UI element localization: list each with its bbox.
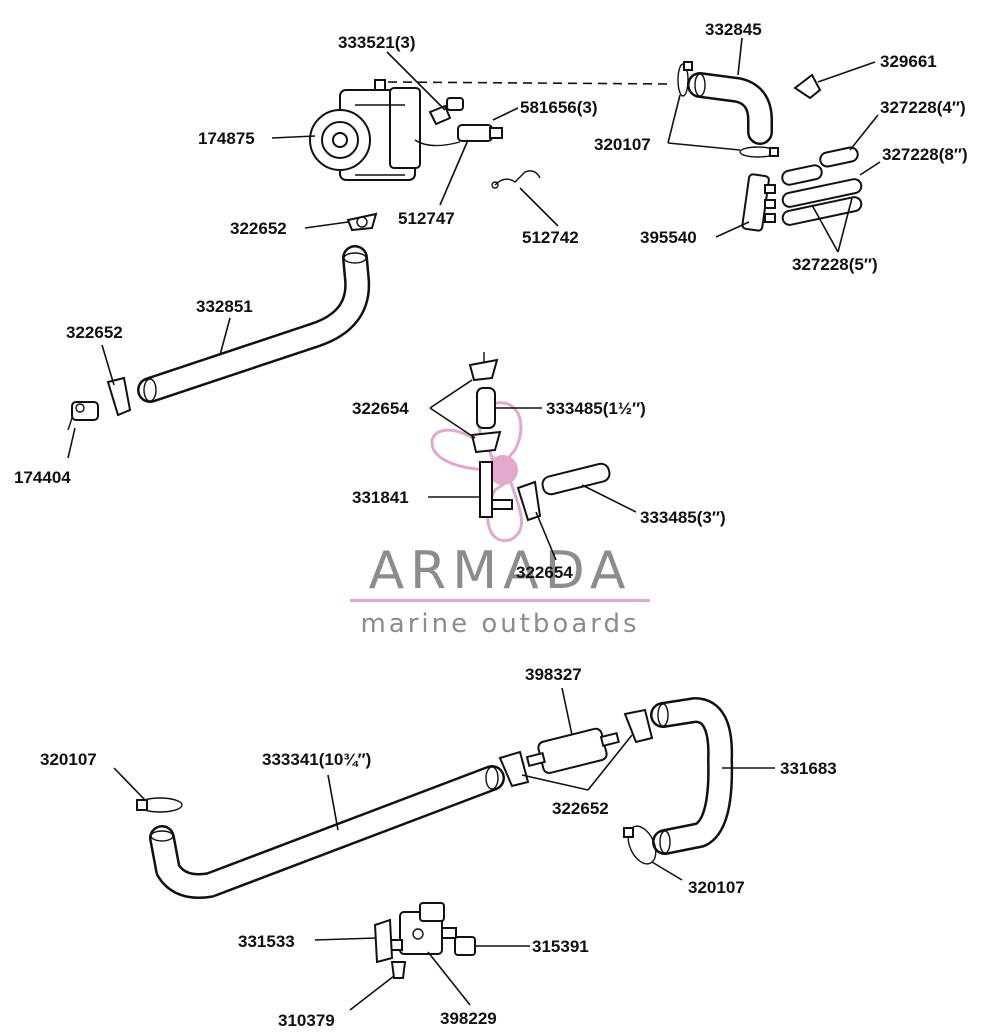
label-512747: 512747 [398,209,455,228]
filter-398327 [525,727,620,774]
clamp-322654-b [516,480,542,522]
label-332851: 332851 [196,297,253,316]
label-322652-bottom: 322652 [552,799,609,818]
watermark-tagline: marine outboards [360,609,639,639]
label-398229: 398229 [440,1009,497,1028]
label-333485-long: 333485(3′′) [640,508,726,527]
clamp-322654-a2 [470,430,502,454]
label-322652-left: 322652 [66,323,123,342]
label-333485-short: 333485(1½′′) [546,399,646,418]
propeller-logo [430,401,524,543]
label-327228-5in: 327228(5′′) [792,255,878,274]
label-331841: 331841 [352,488,409,507]
watermark-divider [350,599,650,602]
screw-333521 [428,97,464,126]
watermark: ARMADA marine outboards [350,401,650,639]
label-333521: 333521(3) [338,33,416,52]
clip-512742 [491,170,541,189]
label-581656: 581656(3) [520,98,598,117]
hoses-327228 [781,146,863,226]
label-331683: 331683 [780,759,837,778]
label-398327: 398327 [525,665,582,684]
label-331533: 331533 [238,932,295,951]
hose-332851 [137,245,371,403]
clamp-320107-left [136,797,183,813]
hose-333485-short [476,387,496,429]
label-320107-top: 320107 [594,135,651,154]
leader-lines [67,37,881,1011]
label-322654-a: 322654 [352,399,409,418]
label-333341: 333341(10¾′′) [262,750,371,769]
label-395540: 395540 [640,228,697,247]
valve-398229 [389,902,457,955]
clamp-320107-bottom [623,825,657,865]
fuel-pump-174875 [309,79,461,181]
part-labels: 333521(3) 332845 329661 327228(4′′) 3272… [14,20,968,1030]
tee-331841 [479,461,513,518]
clamp-320107-top-a [677,61,693,97]
label-332845: 332845 [705,20,762,39]
label-327228-8in: 327228(8′′) [882,145,968,164]
hose-333485-long [541,462,611,496]
label-315391: 315391 [532,937,589,956]
fitting-174404 [67,401,99,431]
clamp-322652-top [346,212,378,232]
watermark-brand: ARMADA [369,541,632,601]
label-320107-bottom: 320107 [688,878,745,897]
label-322654-b: 322654 [516,563,573,582]
clamp-320107-top-b [739,146,779,158]
tee-395540 [741,173,776,232]
label-320107-left: 320107 [40,750,97,769]
clamp-322654-a [468,352,499,382]
fitting-581656 [457,124,503,142]
label-322652-top: 322652 [230,219,287,238]
clamp-322652-bottom-b [623,708,654,744]
alignment-dashed-line [387,81,673,85]
label-512742: 512742 [522,228,579,247]
label-329661: 329661 [880,52,937,71]
clip-329661 [793,73,822,100]
elbow-hose-332845 [687,72,773,145]
hose-331683 [650,697,734,855]
clamp-322652-bottom-a [498,750,530,788]
screw-310379 [390,961,407,979]
label-174404: 174404 [14,468,71,487]
label-327228-4in: 327228(4′′) [880,98,966,117]
cap-315391 [454,936,476,956]
gasket-331533 [373,918,394,964]
label-174875: 174875 [198,129,255,148]
clamp-322652-left [106,376,132,417]
label-310379: 310379 [278,1011,335,1030]
hose-333341 [149,765,505,899]
